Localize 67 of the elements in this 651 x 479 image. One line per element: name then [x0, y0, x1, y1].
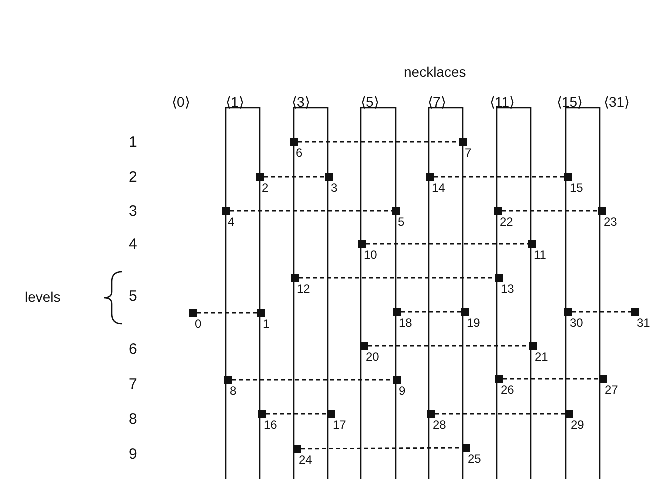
vertex-number: 21 [535, 351, 548, 364]
necklace-label: ⟨15⟩ [557, 94, 583, 110]
necklace-label: ⟨1⟩ [226, 94, 244, 110]
necklace-label: ⟨3⟩ [292, 94, 310, 110]
vertex-number: 18 [399, 317, 412, 330]
vertex-number: 2 [262, 182, 269, 195]
vertex-number: 14 [432, 182, 446, 195]
vertex-number: 29 [571, 419, 584, 432]
axis-title: levels [25, 289, 61, 305]
vertex-number: 20 [366, 351, 380, 364]
vertex-number: 17 [333, 419, 346, 432]
necklace-label: ⟨0⟩ [172, 94, 190, 110]
vertex-number: 25 [468, 453, 482, 466]
dashed-line [264, 176, 325, 178]
vertex-number: 5 [398, 216, 405, 229]
vertex-number: 30 [570, 317, 584, 330]
vertex-number: 0 [195, 318, 202, 331]
dashed-line [366, 243, 528, 245]
dashed-line [301, 447, 462, 450]
dashed-line [299, 277, 495, 279]
dashed-line [368, 345, 529, 347]
dashed-line [435, 413, 565, 415]
vertex-number: 4 [228, 216, 235, 229]
dashed-line [503, 378, 599, 380]
vertex-number: 28 [433, 419, 446, 432]
axis-title: necklaces [404, 64, 466, 80]
vertex-number: 13 [501, 283, 514, 296]
vertex-number: 19 [467, 317, 480, 330]
dashed-line [572, 311, 631, 313]
vertex-number: 12 [297, 283, 310, 296]
necklace-label: ⟨7⟩ [428, 94, 446, 110]
vertex-number: 8 [230, 385, 237, 398]
level-number: 1 [129, 135, 138, 151]
vertex-number: 27 [605, 384, 618, 397]
vertex-number: 11 [534, 249, 546, 262]
dashed-line [197, 312, 257, 314]
vertex-number: 1 [263, 318, 270, 331]
necklace-label: ⟨31⟩ [604, 94, 630, 110]
vertex-number: 15 [570, 182, 584, 195]
vertex-number: 10 [364, 249, 378, 262]
vertex-number: 16 [264, 419, 278, 432]
vertex-number: 9 [399, 385, 406, 398]
vertex-number: 22 [500, 216, 514, 229]
dashed-line [401, 311, 461, 313]
level-number: 4 [129, 237, 138, 253]
level-number: 5 [129, 289, 138, 305]
vertex-number: 6 [296, 147, 303, 160]
vertex-number: 26 [501, 384, 514, 397]
vertex-number: 31 [637, 317, 650, 330]
level-number: 3 [129, 204, 138, 220]
level-number: 7 [129, 377, 138, 393]
dashed-line [232, 379, 393, 381]
dashed-line [434, 176, 564, 178]
necklace-label: ⟨11⟩ [490, 94, 515, 110]
level-number: 6 [129, 342, 138, 358]
level-number: 2 [129, 170, 138, 186]
vertex-number: 7 [465, 147, 472, 160]
necklace-label: ⟨5⟩ [361, 94, 379, 110]
level-number: 8 [129, 412, 138, 428]
vertex-number: 24 [299, 454, 312, 467]
level-number: 9 [129, 447, 138, 463]
dashed-line [298, 141, 459, 143]
vertex-number: 23 [604, 216, 618, 229]
dashed-line [266, 413, 327, 415]
dashed-line [230, 210, 392, 212]
dashed-line [502, 210, 598, 212]
vertex-number: 3 [331, 182, 338, 195]
